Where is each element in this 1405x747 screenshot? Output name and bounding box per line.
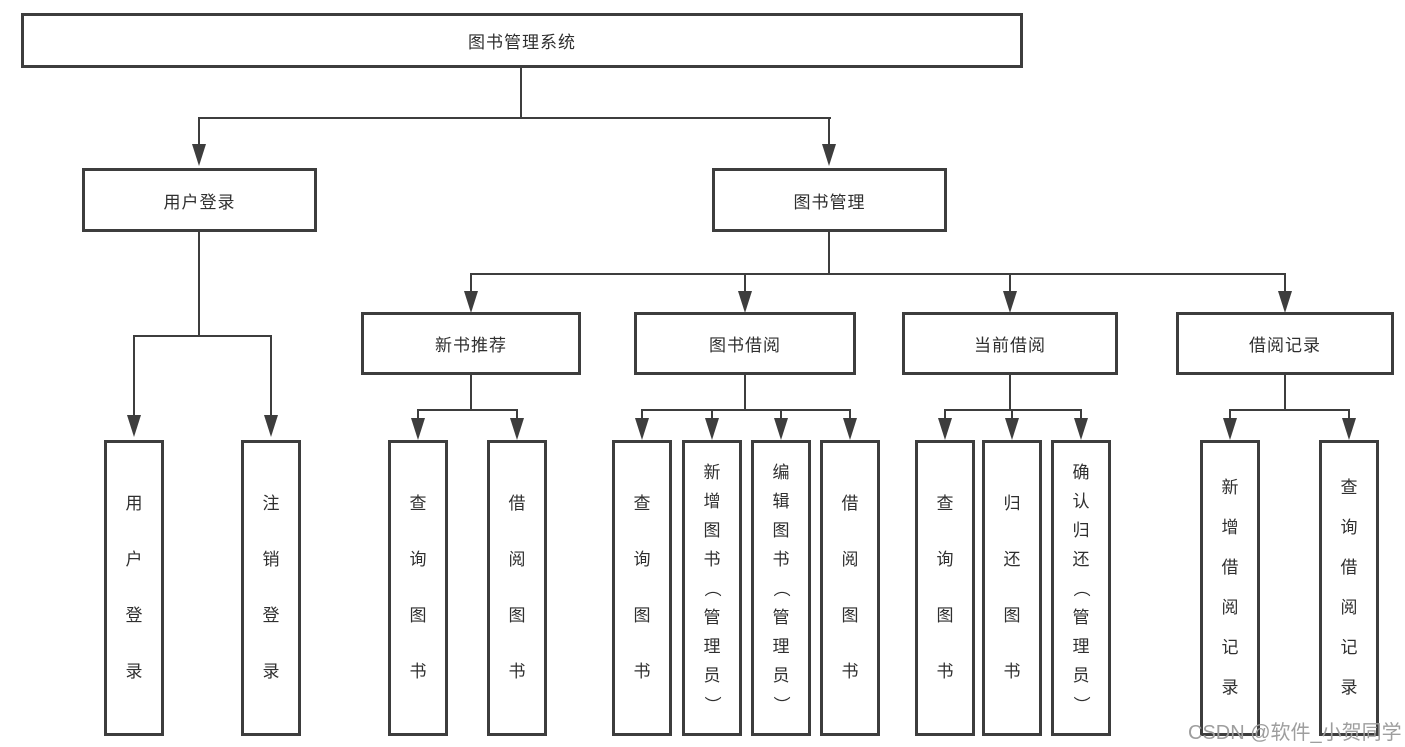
arrow-down-icon: [411, 418, 425, 440]
connector-line: [1284, 273, 1286, 293]
connector-line: [470, 273, 472, 293]
arrow-down-icon: [738, 291, 752, 313]
connector-line: [417, 409, 419, 420]
arrow-down-icon: [1074, 418, 1088, 440]
watermark: CSDN @软件_小贺同学: [1188, 722, 1402, 744]
connector-line: [744, 375, 746, 409]
connector-line: [133, 335, 135, 416]
node-query-books-3: 查询图书: [915, 440, 975, 736]
arrow-down-icon: [938, 418, 952, 440]
node-return-books: 归还图书: [982, 440, 1042, 736]
arrow-down-icon: [822, 144, 836, 166]
arrow-down-icon: [1223, 418, 1237, 440]
arrow-down-icon: [464, 291, 478, 313]
connector-line: [1229, 409, 1231, 420]
arrow-down-icon: [1342, 418, 1356, 440]
connector-line: [270, 335, 272, 416]
connector-line: [944, 409, 1082, 411]
node-borrow-records: 借阅记录: [1176, 312, 1394, 375]
connector-line: [641, 409, 851, 411]
arrow-down-icon: [264, 415, 278, 437]
connector-line: [516, 409, 518, 420]
node-logout: 注销登录: [241, 440, 301, 736]
connector-line: [1080, 409, 1082, 420]
node-query-books-2: 查询图书: [612, 440, 672, 736]
connector-line: [417, 409, 518, 411]
connector-line: [470, 273, 1285, 275]
node-edit-book-admin: 编辑图书（管理员）: [751, 440, 811, 736]
connector-line: [828, 232, 830, 273]
node-new-book-recommend: 新书推荐: [361, 312, 581, 375]
arrow-down-icon: [1278, 291, 1292, 313]
node-query-books-1: 查询图书: [388, 440, 448, 736]
arrow-down-icon: [635, 418, 649, 440]
node-book-borrow: 图书借阅: [634, 312, 856, 375]
node-confirm-return-admin: 确认归还（管理员）: [1051, 440, 1111, 736]
connector-line: [744, 273, 746, 293]
connector-line: [1284, 375, 1286, 409]
connector-line: [1009, 273, 1011, 293]
connector-line: [1011, 409, 1013, 420]
connector-line: [849, 409, 851, 420]
arrow-down-icon: [127, 415, 141, 437]
connector-line: [641, 409, 643, 420]
arrow-down-icon: [705, 418, 719, 440]
arrow-down-icon: [774, 418, 788, 440]
connector-line: [1009, 375, 1011, 409]
connector-line: [198, 232, 200, 335]
node-system-root: 图书管理系统: [21, 13, 1023, 68]
connector-line: [1229, 409, 1350, 411]
connector-line: [520, 68, 522, 117]
arrow-down-icon: [1005, 418, 1019, 440]
connector-line: [1348, 409, 1350, 420]
connector-line: [780, 409, 782, 420]
connector-line: [711, 409, 713, 420]
connector-line: [944, 409, 946, 420]
node-query-borrow-record: 查询借阅记录: [1319, 440, 1379, 736]
node-current-borrow: 当前借阅: [902, 312, 1118, 375]
arrow-down-icon: [843, 418, 857, 440]
node-borrow-books-1: 借阅图书: [487, 440, 547, 736]
node-user-login-action: 用户登录: [104, 440, 164, 736]
connector-line: [828, 117, 830, 145]
node-add-book-admin: 新增图书（管理员）: [682, 440, 742, 736]
connector-line: [470, 375, 472, 409]
node-add-borrow-record: 新增借阅记录: [1200, 440, 1260, 736]
connector-line: [133, 335, 272, 337]
connector-line: [198, 117, 200, 145]
arrow-down-icon: [510, 418, 524, 440]
node-user-login: 用户登录: [82, 168, 317, 232]
node-borrow-books-2: 借阅图书: [820, 440, 880, 736]
connector-line: [198, 117, 831, 119]
node-book-management: 图书管理: [712, 168, 947, 232]
arrow-down-icon: [1003, 291, 1017, 313]
arrow-down-icon: [192, 144, 206, 166]
